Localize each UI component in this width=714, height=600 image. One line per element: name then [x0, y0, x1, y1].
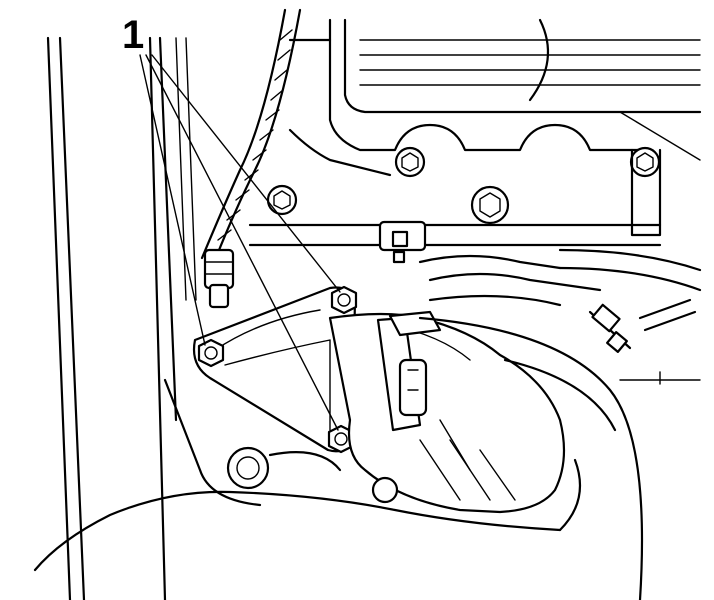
valve-cover — [288, 18, 702, 177]
callout-1: 1 — [122, 13, 341, 431]
left-frame-rails — [46, 36, 197, 600]
pipes-right — [418, 248, 702, 385]
braided-cable — [200, 8, 302, 262]
head-bolt-center — [470, 185, 510, 225]
temperature-sensor — [588, 298, 697, 353]
leader-line-top-bolt — [151, 54, 341, 293]
front-panel-curve — [33, 458, 582, 572]
sensor-connector — [203, 248, 235, 309]
head-bolt-upper-left — [394, 146, 426, 178]
head-bolt-upper-right — [629, 146, 662, 237]
leader-line-left-bolt — [139, 54, 206, 346]
coolant-hose — [328, 312, 566, 514]
flange-bolt-top — [330, 285, 358, 315]
outer-hose-curve — [418, 316, 644, 600]
callout-label: 1 — [122, 13, 144, 57]
leader-line-bottom-bolt — [145, 54, 339, 431]
support-rod — [248, 220, 662, 264]
head-bolt-left — [266, 184, 298, 216]
flange-bolt-left — [197, 338, 225, 368]
hose-flange — [192, 286, 357, 453]
